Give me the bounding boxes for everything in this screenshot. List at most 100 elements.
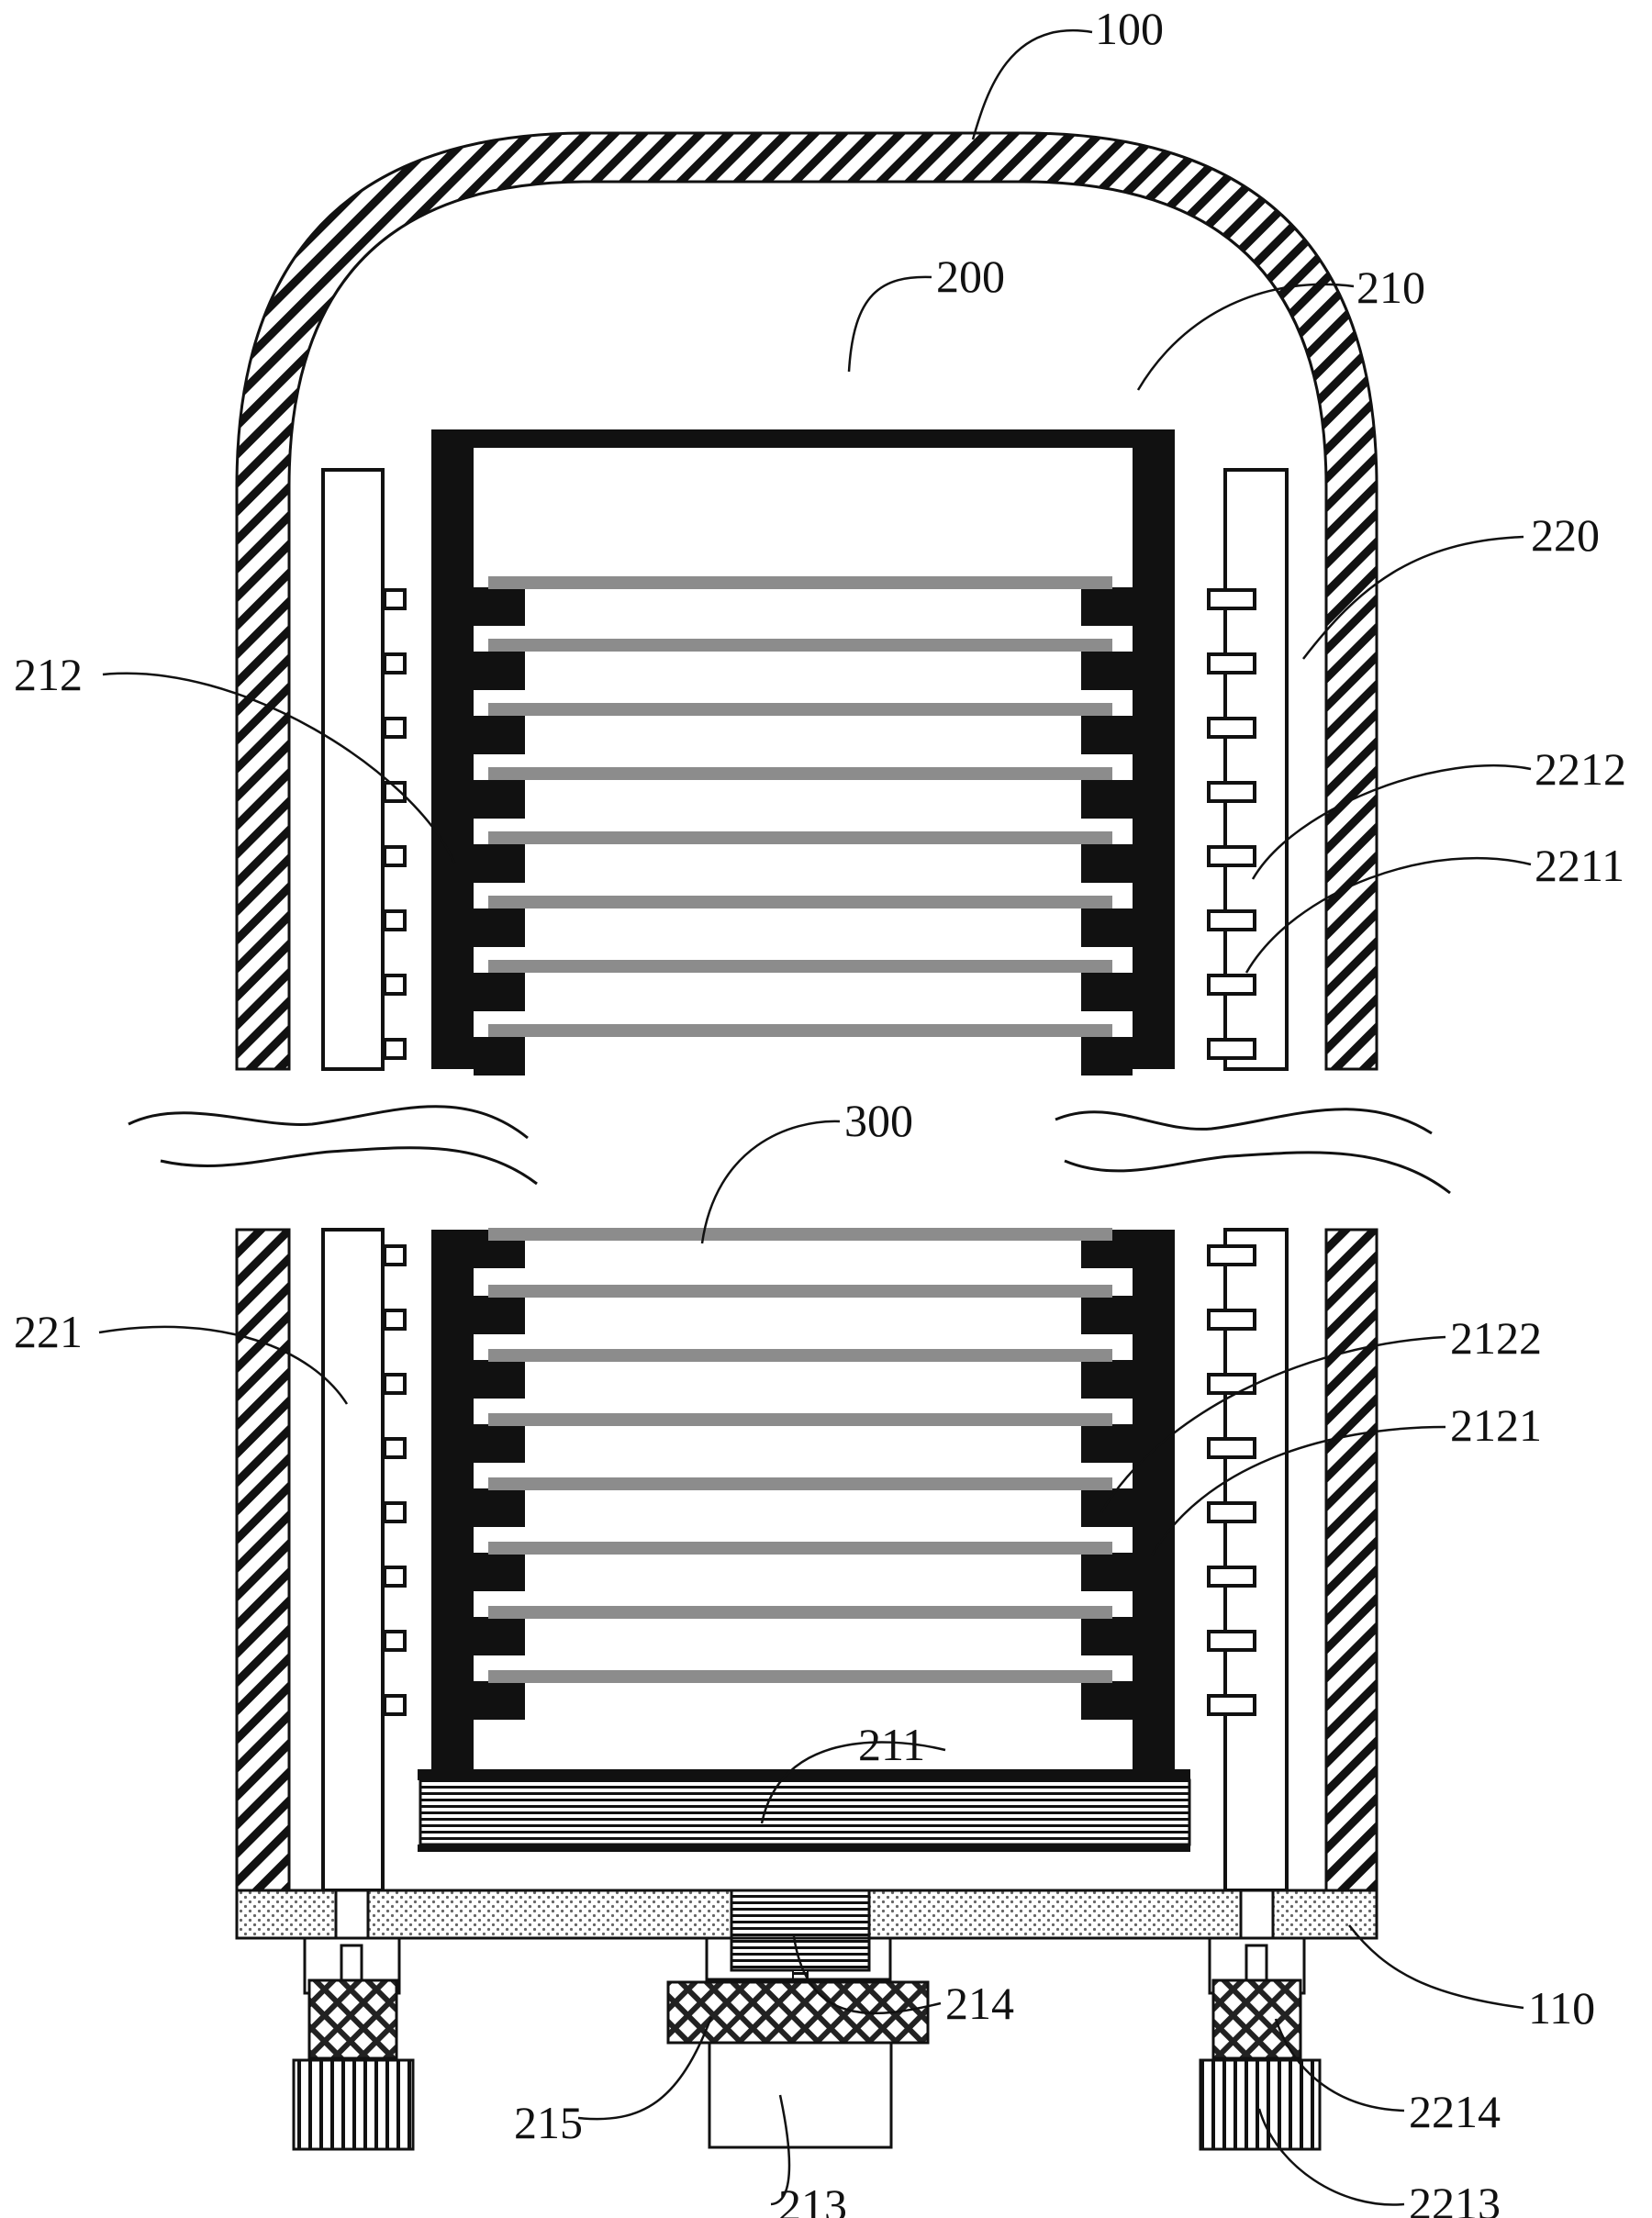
support-tooth-right	[1081, 973, 1133, 1011]
leader-2212	[1251, 764, 1532, 880]
wafer	[488, 831, 1112, 844]
injector-tube-left-lower	[321, 1228, 385, 1892]
leader-212	[102, 672, 456, 864]
label-110: 110	[1528, 1982, 1595, 2034]
leader-211	[760, 1741, 946, 1824]
support-tooth-left	[474, 652, 525, 690]
gas-supply-connector-right	[1199, 2058, 1322, 2151]
wafer	[488, 1606, 1112, 1619]
nozzle-right	[1207, 1437, 1256, 1459]
leader-2213	[1257, 2108, 1405, 2206]
leader-214	[792, 1935, 942, 2014]
nozzle-right	[1207, 1038, 1256, 1060]
leader-2121	[1150, 1425, 1446, 1556]
nozzle-right	[1207, 781, 1256, 803]
leader-2214	[1274, 2018, 1405, 2112]
boat-column-right-upper	[1133, 429, 1175, 1069]
rotary-motor	[708, 2041, 893, 2149]
leader-213	[770, 2094, 791, 2206]
label-210: 210	[1356, 262, 1425, 313]
label-100: 100	[1095, 3, 1164, 54]
wafer	[488, 1349, 1112, 1362]
support-tooth-left	[474, 1617, 525, 1655]
nozzle-left	[383, 1309, 407, 1331]
support-tooth-left	[474, 1553, 525, 1591]
nozzle-left	[383, 845, 407, 867]
nozzle-right	[1207, 717, 1256, 739]
wafer	[488, 576, 1112, 589]
support-tooth-right	[1081, 844, 1133, 883]
nozzles-right	[1207, 588, 1256, 1716]
label-221: 221	[14, 1306, 83, 1357]
support-tooth-right	[1081, 1360, 1133, 1399]
nozzle-right	[1207, 1244, 1256, 1266]
leader-110	[1348, 1924, 1524, 2010]
leader-220	[1302, 535, 1524, 660]
support-tooth-right	[1081, 652, 1133, 690]
label-2214: 2214	[1409, 2086, 1501, 2137]
wafer	[488, 960, 1112, 973]
nozzle-left	[383, 1373, 407, 1395]
nozzle-right	[1207, 588, 1256, 610]
wafer	[488, 896, 1112, 908]
label-212: 212	[14, 649, 83, 700]
injector-tubes	[321, 468, 1289, 1892]
boat-top-plate	[431, 429, 1175, 448]
support-tooth-right	[1081, 908, 1133, 947]
support-tooth-left	[474, 844, 525, 883]
gas-supply-connector-left	[292, 2058, 415, 2151]
support-tooth-left	[474, 908, 525, 947]
nozzle-left	[383, 1566, 407, 1588]
tube-coupling-right	[1211, 1978, 1302, 2060]
leader-100	[971, 29, 1093, 140]
wafer	[488, 1477, 1112, 1490]
wafer	[488, 1542, 1112, 1555]
label-213: 213	[778, 2179, 847, 2218]
label-2122: 2122	[1450, 1312, 1542, 1364]
drive-assembly	[666, 1889, 930, 2149]
support-tooth-left	[474, 1360, 525, 1399]
nozzle-left	[383, 717, 407, 739]
leader-210	[1136, 283, 1355, 391]
nozzle-right	[1207, 974, 1256, 996]
wafer	[488, 639, 1112, 652]
support-tooth-left	[474, 1037, 525, 1076]
support-tooth-left	[474, 716, 525, 754]
leader-300	[700, 1120, 841, 1244]
support-tooth-left	[474, 587, 525, 626]
support-tooth-right	[1081, 1617, 1133, 1655]
leader-215	[577, 2016, 713, 2121]
nozzle-left	[383, 909, 407, 931]
nozzle-left	[383, 652, 407, 674]
furnace-bell-lower-left	[235, 1228, 291, 1892]
nozzle-left	[383, 974, 407, 996]
nozzle-left	[383, 1501, 407, 1523]
label-2213: 2213	[1409, 2178, 1501, 2218]
nozzle-right	[1207, 1630, 1256, 1652]
wafer-boat	[418, 429, 1191, 1852]
support-tooth-left	[474, 973, 525, 1011]
nozzle-right	[1207, 652, 1256, 674]
support-tooth-right	[1081, 716, 1133, 754]
support-tooth-left	[474, 1296, 525, 1334]
label-2212: 2212	[1535, 743, 1626, 795]
wafer	[488, 703, 1112, 716]
label-2121: 2121	[1450, 1399, 1542, 1451]
wafer	[488, 1413, 1112, 1426]
tube-coupling-left	[307, 1978, 398, 2060]
label-220: 220	[1531, 509, 1600, 561]
nozzle-right	[1207, 1501, 1256, 1523]
nozzles-left	[383, 588, 407, 1716]
leader-lines	[98, 29, 1532, 2206]
injector-tube-right-upper	[1223, 468, 1289, 1071]
boat-base-bottom-bar	[418, 1845, 1190, 1852]
wafer	[488, 767, 1112, 780]
support-tooth-right	[1081, 1037, 1133, 1076]
furnace-bell-upper	[235, 131, 1379, 1071]
boat-base	[419, 1778, 1191, 1846]
leader-200	[847, 275, 932, 373]
label-2211: 2211	[1535, 840, 1624, 891]
boat-column-left-lower	[431, 1230, 474, 1780]
label-200: 200	[936, 251, 1005, 302]
